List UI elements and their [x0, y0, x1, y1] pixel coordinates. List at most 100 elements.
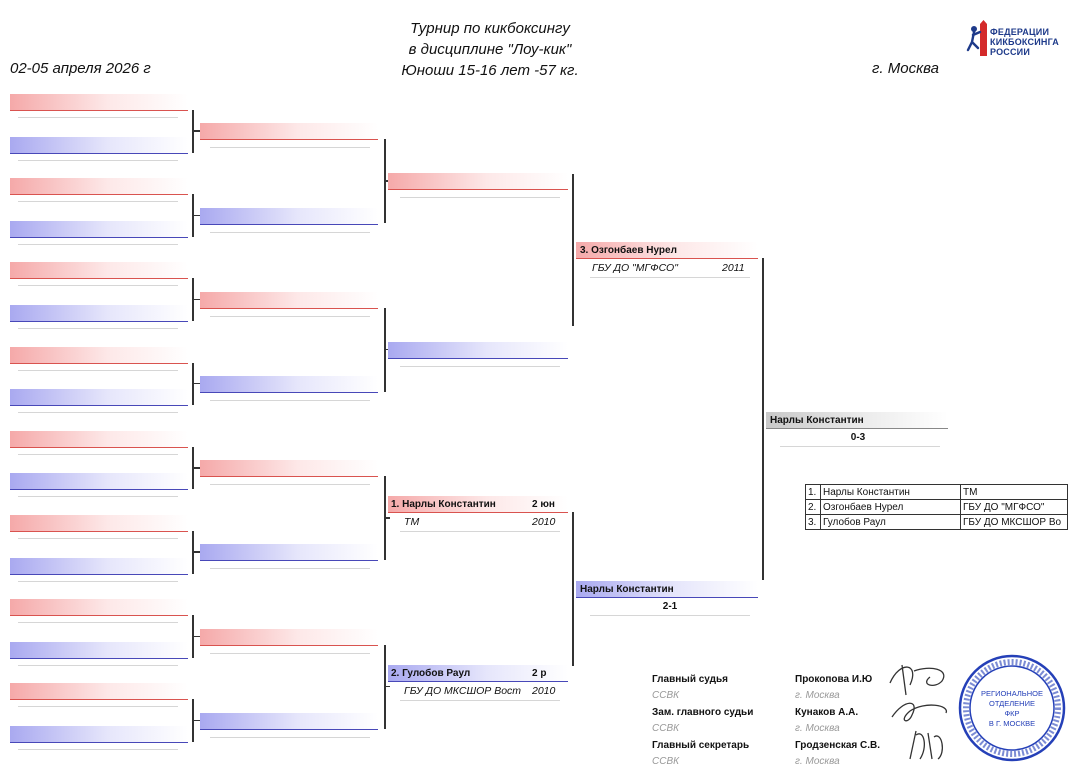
results-table: 1. Нарлы Константин ТМ 2. Озгонбаев Нуре… [805, 484, 1068, 530]
r1-subline [18, 706, 178, 708]
r1-connector [192, 298, 200, 301]
r1-slot [10, 430, 188, 448]
r3-subline [400, 197, 560, 199]
r1-subline [18, 412, 178, 414]
r2-subline [210, 399, 370, 401]
r1-subline [18, 496, 178, 498]
stamp-line: ОТДЕЛЕНИЕ [989, 699, 1035, 708]
r2-subline [210, 484, 370, 486]
r1-slot [10, 389, 188, 407]
official-role: Главный секретарь [652, 740, 750, 751]
r1-subline [18, 201, 178, 203]
r1-subline [18, 664, 178, 666]
result-club: ГБУ ДО МКСШОР Во [960, 514, 1068, 530]
r1-subline [18, 453, 178, 455]
qf-b-slot [388, 665, 568, 682]
r1-connector [192, 551, 200, 553]
stamp-line: ФКР [1004, 709, 1019, 718]
result-name: Нарлы Константин [820, 484, 961, 500]
title-line-1: Турнир по кикбоксингу [410, 20, 570, 37]
official-name: Гродзенская С.В. [795, 740, 881, 751]
result-club: ТМ [960, 484, 1068, 500]
r1-subline [18, 580, 178, 582]
results-row: 1. Нарлы Константин ТМ [805, 484, 1068, 500]
r1-slot [10, 641, 188, 659]
r2-subline [210, 231, 370, 233]
final-score: 0-3 [850, 432, 866, 443]
r2-slot [200, 123, 378, 141]
logo-line-2: КИКБОКСИНГА [990, 37, 1060, 47]
title-line-3: Юноши 15-16 лет -57 кг. [401, 62, 579, 79]
r1-subline [18, 622, 178, 624]
r1-slot [10, 683, 188, 701]
qf-a-year: 2010 [532, 516, 556, 528]
qf-b-club: ГБУ ДО МКСШОР Вост [404, 685, 522, 697]
qf-a-name: 1. Нарлы Константин [391, 499, 496, 510]
r1-slot [10, 94, 188, 111]
signatures [889, 664, 947, 760]
official-name: Кунаков А.А. [795, 707, 859, 718]
r1-subline [18, 328, 178, 329]
r1-slot [10, 473, 188, 491]
r2-subline [210, 736, 370, 738]
r1-slot [10, 305, 188, 322]
r2-connector [384, 348, 390, 351]
stamp-seal-icon: РЕГИОНАЛЬНОЕ ОТДЕЛЕНИЕ ФКР В Г. МОСКВЕ [958, 654, 1066, 762]
result-place: 3. [805, 514, 821, 530]
semi-top-slot [576, 242, 758, 259]
result-name: Гулобов Раул [820, 514, 961, 530]
r1-connector [192, 382, 200, 385]
r3-slot [388, 173, 568, 191]
official-name: Прокопова И.Ю [795, 674, 873, 685]
r1-slot [10, 515, 188, 532]
r2-slot [200, 544, 378, 562]
tournament-city: г. Москва [872, 60, 939, 77]
r1-connector [192, 467, 200, 469]
r2-slot [200, 712, 378, 730]
r3-slot [388, 341, 568, 359]
r1-connector [192, 719, 200, 722]
official-city: г. Москва [795, 756, 840, 767]
official-category: ССВК [652, 756, 680, 767]
r1-subline [18, 285, 178, 287]
r2-subline [210, 315, 370, 317]
results-row: 3. Гулобов Раул ГБУ ДО МКСШОР Во [805, 514, 1068, 530]
semi-bottom-slot [576, 581, 758, 598]
r1-slot [10, 178, 188, 196]
final-slot [766, 412, 948, 429]
federation-logo: ФЕДЕРАЦИИ КИКБОКСИНГА РОССИИ [966, 20, 1076, 60]
r2-subline [210, 147, 370, 149]
r1-slot [10, 346, 188, 364]
official-city: г. Москва [795, 690, 840, 701]
official-role: Зам. главного судьи [652, 707, 754, 718]
r2-subline [210, 568, 370, 570]
title-line-2: в дисциплине "Лоу-кик" [408, 41, 572, 58]
r1-slot [10, 136, 188, 154]
tournament-dates: 02-05 апреля 2026 г [10, 60, 151, 77]
logo-text: ФЕДЕРАЦИИ КИКБОКСИНГА РОССИИ [990, 22, 1059, 57]
r2-slot [200, 375, 378, 393]
final-name: Нарлы Константин [770, 415, 864, 426]
official-role: Главный судья [652, 674, 728, 685]
qf-b-name: 2. Гулобов Раул [391, 668, 471, 679]
r1-connector [192, 214, 200, 216]
r2-connector [384, 685, 390, 688]
official-city: г. Москва [795, 723, 840, 734]
r2-slot [200, 628, 378, 646]
qf-b-year: 2010 [532, 685, 556, 697]
r2-slot [200, 207, 378, 225]
r1-subline [18, 538, 178, 539]
official-stamp: РЕГИОНАЛЬНОЕ ОТДЕЛЕНИЕ ФКР В Г. МОСКВЕ [957, 653, 1067, 763]
r2-slot [200, 291, 378, 309]
logo-line-3: РОССИИ [990, 47, 1031, 57]
r1-slot [10, 599, 188, 617]
qf-a-rank: 2 юн [532, 499, 555, 510]
semi-top-club: ГБУ ДО "МГФСО" [592, 262, 678, 274]
r2-connector [384, 180, 390, 182]
semi-top-name: 3. Озгонбаев Нурел [580, 245, 677, 256]
r1-connector [192, 130, 200, 132]
r1-subline [18, 159, 178, 161]
semi-connector [762, 258, 764, 580]
results-row: 2. Озгонбаев Нурел ГБУ ДО "МГФСО" [805, 499, 1068, 515]
r1-subline [18, 369, 178, 371]
